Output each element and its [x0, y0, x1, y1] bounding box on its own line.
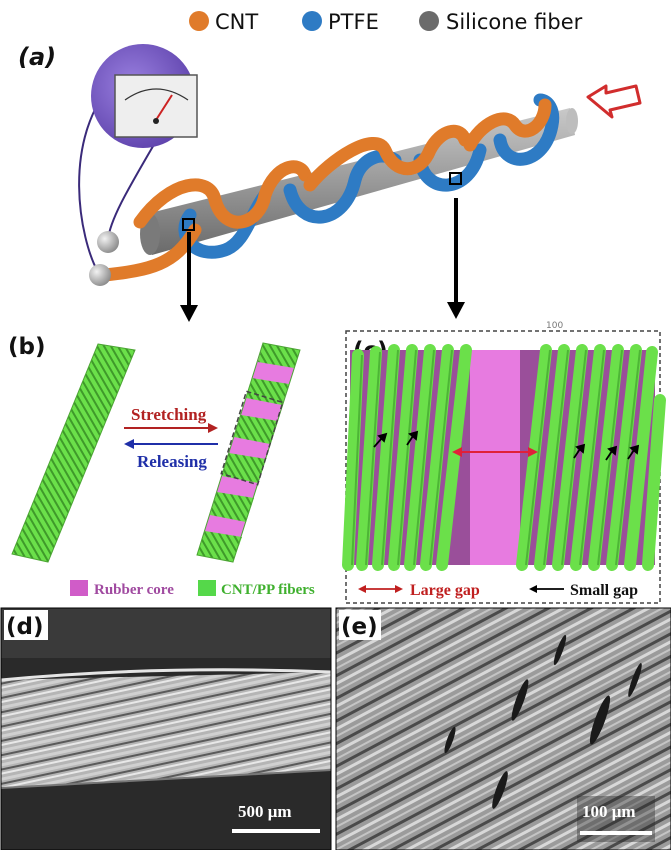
sem-gaps: [444, 634, 642, 809]
legend-cnt-label: CNT: [215, 10, 258, 34]
large-gap-arrow-icon: [452, 447, 538, 457]
legend-ptfe-label: PTFE: [328, 10, 379, 34]
zoom-box-c: [449, 172, 462, 185]
panel-e: (e) 100 μm: [335, 607, 671, 850]
callout-arrow-b: [180, 232, 198, 322]
releasing-label: Releasing: [137, 452, 207, 471]
zoom-box-stretched: [220, 390, 284, 486]
legend-silicone-swatch: [419, 11, 439, 31]
legend-silicone-label: Silicone fiber: [446, 10, 583, 34]
cnt-pp-label: CNT/PP fibers: [221, 582, 315, 598]
pull-arrow-icon: [586, 84, 642, 119]
panel-d-label: (d): [6, 614, 44, 640]
releasing-arrow-icon: [124, 439, 218, 449]
cnt-helix: [98, 98, 552, 282]
electrode-ball-top: [97, 231, 119, 253]
zoom-box-b: [182, 218, 195, 231]
large-gap-label: Large gap: [410, 582, 480, 599]
legend-cnt-swatch: [189, 11, 209, 31]
fiber-stretched: [196, 342, 301, 563]
panel-a: (a): [18, 43, 642, 322]
panel-e-label: (e): [341, 614, 378, 640]
small-gap-legend-arrow-icon: [529, 585, 564, 593]
panel-b: (b) Stretching Releasing: [8, 334, 315, 598]
stretching-arrow-icon: [124, 423, 218, 433]
stretching-label: Stretching: [131, 405, 207, 424]
coil-bundle-right: [516, 344, 666, 571]
legend-ptfe-swatch: [302, 11, 322, 31]
sem-fiber-bundle: [1, 672, 331, 788]
panel-d-label-bg: [4, 610, 48, 640]
rubber-core-label: Rubber core: [94, 582, 174, 598]
panel-a-label: (a): [18, 43, 56, 71]
coil-bundle-left: [342, 344, 472, 571]
voltmeter-gauge: [91, 44, 198, 148]
small-gap-label: Small gap: [570, 582, 638, 599]
panel-c: 100 (c): [342, 321, 666, 604]
legend: CNT PTFE Silicone fiber: [189, 10, 583, 34]
panel-c-corner-text: 100: [546, 321, 563, 331]
cnt-pp-swatch: [198, 580, 216, 596]
panel-b-label: (b): [8, 334, 46, 360]
sem-image-e: [336, 608, 671, 850]
scale-label-d: 500 μm: [238, 802, 292, 821]
rubber-core-swatch: [70, 580, 88, 596]
scale-label-e: 100 μm: [582, 802, 636, 821]
small-gap-arrows: [373, 430, 640, 461]
electrode-ball-bottom: [89, 264, 111, 286]
fiber-unstretched: [11, 343, 136, 563]
callout-arrow-c: [447, 198, 465, 319]
large-gap-legend-arrow-icon: [358, 585, 403, 593]
panel-d: (d) 500 μm: [0, 607, 332, 850]
panel-e-label-bg: [339, 610, 381, 640]
